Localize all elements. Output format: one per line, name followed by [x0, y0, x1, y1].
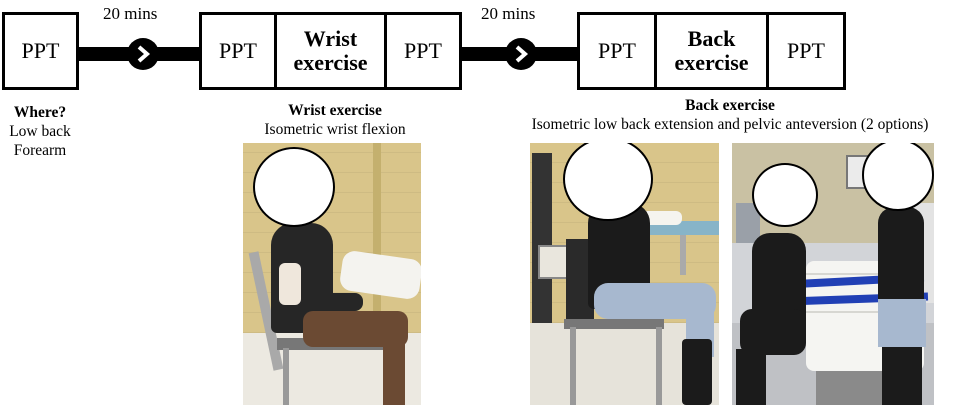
- privacy-face-mask: [752, 163, 818, 227]
- photo-back-extension-seated: [530, 143, 719, 405]
- ppt-box-post-wrist: PPT: [384, 12, 462, 90]
- photo-back-extension-table: [732, 143, 934, 405]
- privacy-face-mask: [862, 143, 934, 211]
- ppt-box-pre-back: PPT: [577, 12, 657, 90]
- wrist-section-caption: Wrist exercise Isometric wrist flexion: [240, 102, 430, 140]
- privacy-face-mask: [563, 143, 653, 221]
- interval-label-1: 20 mins: [103, 4, 158, 23]
- wrist-section-description: Isometric wrist flexion: [264, 120, 406, 138]
- wrist-section-title: Wrist exercise: [288, 102, 382, 119]
- where-site-forearm: Forearm: [13, 141, 67, 159]
- back-section-title: Back exercise: [685, 97, 775, 114]
- back-section-caption: Back exercise Isometric low back extensi…: [505, 97, 955, 135]
- chevron-right-icon: [505, 38, 537, 70]
- where-heading: Where?: [13, 104, 67, 121]
- where-caption: Where? Low back Forearm: [4, 104, 76, 161]
- chevron-right-icon: [127, 38, 159, 70]
- interval-label-2: 20 mins: [481, 4, 536, 23]
- ppt-box-pre-wrist: PPT: [199, 12, 277, 90]
- where-site-low-back: Low back: [9, 122, 71, 140]
- privacy-face-mask: [253, 147, 335, 227]
- photo-wrist-flexion: [243, 143, 421, 405]
- ppt-box-baseline: PPT: [2, 12, 79, 90]
- ppt-box-post-back: PPT: [766, 12, 846, 90]
- back-section-description: Isometric low back extension and pelvic …: [531, 115, 929, 133]
